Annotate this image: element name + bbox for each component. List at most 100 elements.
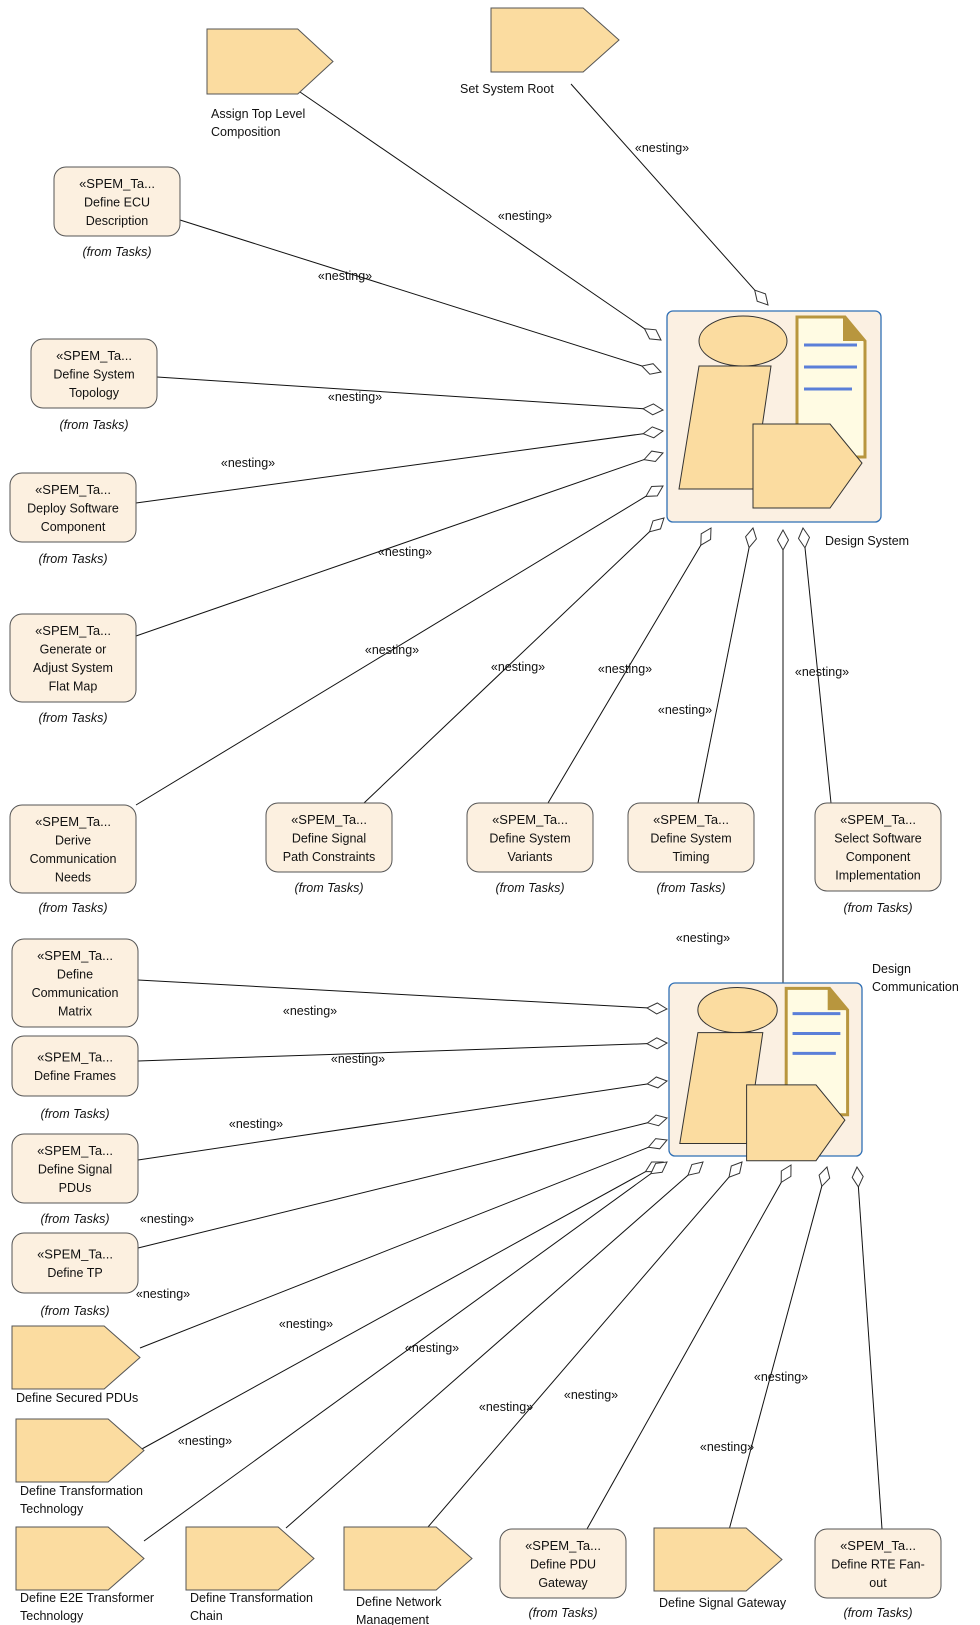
node-select_swc[interactable]: «SPEM_Ta...Select SoftwareComponentImple… [814, 802, 942, 915]
task-name: Composition [211, 125, 281, 139]
aggregation-diamond [646, 1076, 669, 1089]
connector-line [137, 979, 648, 1009]
task-name: Define System [53, 367, 134, 381]
nesting-connector-flat_map[interactable]: «nesting» [135, 450, 664, 637]
task-name: Assign Top Level [211, 107, 305, 121]
phase-design-system[interactable]: Design System [666, 310, 909, 548]
nesting-label: «nesting» [136, 1287, 190, 1301]
node-rte_fanout[interactable]: «SPEM_Ta...Define RTE Fan-out(from Tasks… [814, 1528, 942, 1620]
task-name: Define Signal [38, 1162, 112, 1176]
nesting-connector-select_swc[interactable]: «nesting» [795, 526, 849, 804]
nesting-connector-derive_comm[interactable]: «nesting» [135, 485, 664, 806]
nesting-connector-e2e[interactable]: «nesting» [143, 1161, 668, 1542]
nesting-connector-define_ecu[interactable]: «nesting» [179, 219, 662, 375]
connector-line [156, 376, 644, 410]
nesting-connector-signal_path[interactable]: «nesting» [363, 517, 665, 804]
nesting-connector-rte_fanout[interactable]: «nesting» [754, 1165, 883, 1530]
aggregation-diamond [645, 1037, 669, 1050]
aggregation-diamond [687, 1161, 704, 1176]
node-signal_gateway[interactable]: Define Signal Gateway [653, 1527, 787, 1610]
connector-line [137, 1083, 648, 1161]
nesting-connector-signal_pdus[interactable]: «nesting» [137, 1076, 669, 1161]
nesting-label: «nesting» [754, 1370, 808, 1384]
task-name: Communication [30, 852, 117, 866]
node-deploy_swc[interactable]: «SPEM_Ta...Deploy SoftwareComponent(from… [9, 472, 137, 566]
task-name: Topology [69, 386, 120, 400]
connector-line [135, 433, 644, 504]
nesting-label: «nesting» [229, 1117, 283, 1131]
connector-line [135, 495, 647, 806]
nesting-connector-frames[interactable]: «nesting» [137, 1037, 669, 1066]
nesting-connector-define_topology[interactable]: «nesting» [156, 376, 665, 416]
nesting-label: «nesting» [318, 269, 372, 283]
nesting-label: «nesting» [598, 662, 652, 676]
from-package-label: (from Tasks) [41, 1107, 110, 1121]
from-package-label: (from Tasks) [657, 881, 726, 895]
node-derive_comm[interactable]: «SPEM_Ta...DeriveCommunicationNeeds(from… [9, 804, 137, 915]
nesting-connector-set_root[interactable]: «nesting» [570, 83, 769, 306]
nesting-connector-sys_variants[interactable]: «nesting» [547, 527, 712, 804]
stereotype-label: «SPEM_Ta... [56, 348, 132, 363]
task-name: Define PDU [530, 1557, 596, 1571]
task-name: PDUs [59, 1181, 92, 1195]
node-set_root[interactable]: Set System Root [460, 7, 620, 96]
task-name: Define ECU [84, 195, 150, 209]
connector-line [427, 1176, 730, 1528]
connector-line [570, 83, 756, 291]
node-frames[interactable]: «SPEM_Ta...Define Frames(from Tasks) [11, 1035, 139, 1121]
nesting-connector-deploy_swc[interactable]: «nesting» [135, 426, 665, 504]
nesting-label: «nesting» [331, 1052, 385, 1066]
phase-name: Communication [872, 980, 959, 994]
nesting-connector-transform_chain[interactable]: «nesting» [285, 1161, 704, 1529]
nesting-connector-tp[interactable]: «nesting» [137, 1114, 669, 1249]
task-name: Select Software [834, 832, 922, 846]
nesting-connector-sys_timing[interactable]: «nesting» [658, 526, 757, 804]
from-package-label: (from Tasks) [844, 1606, 913, 1620]
from-package-label: (from Tasks) [83, 245, 152, 259]
task-reference-box [11, 1035, 139, 1097]
phase-name: Design [872, 962, 911, 976]
task-name: Path Constraints [283, 850, 375, 864]
from-package-label: (from Tasks) [39, 711, 108, 725]
task-name: Define Transformation [190, 1591, 313, 1605]
nesting-connector-transform_tech[interactable]: «nesting» [139, 1161, 664, 1451]
nesting-connector-secured_pdus[interactable]: «nesting» [136, 1138, 668, 1349]
task-name: Chain [190, 1609, 223, 1623]
task-name: Adjust System [33, 661, 113, 675]
aggregation-diamond [776, 528, 790, 552]
connector-line [179, 219, 643, 367]
task-name: Gateway [538, 1576, 588, 1590]
nesting-label: «nesting» [795, 665, 849, 679]
connector-line [697, 547, 750, 804]
nesting-connector-network_mgmt[interactable]: «nesting» [427, 1161, 743, 1528]
connector-line [285, 1174, 689, 1529]
from-package-label: (from Tasks) [529, 1606, 598, 1620]
task-shape-icon [185, 1526, 315, 1591]
node-secured_pdus[interactable]: Define Secured PDUs [11, 1325, 141, 1405]
nesting-connector-assign_top[interactable]: «nesting» [299, 91, 662, 341]
task-name: Timing [672, 850, 709, 864]
task-name: Define Transformation [20, 1484, 143, 1498]
nesting-connector-comm_matrix[interactable]: «nesting» [137, 979, 669, 1018]
nesting-connector-pdu_gateway[interactable]: «nesting» [564, 1164, 792, 1530]
node-tp[interactable]: «SPEM_Ta...Define TP(from Tasks) [11, 1232, 139, 1318]
nesting-connector-design-communication[interactable]: «nesting» [676, 528, 790, 983]
aggregation-diamond [643, 328, 662, 341]
nesting-connector-signal_gateway[interactable]: «nesting» [700, 1165, 831, 1531]
